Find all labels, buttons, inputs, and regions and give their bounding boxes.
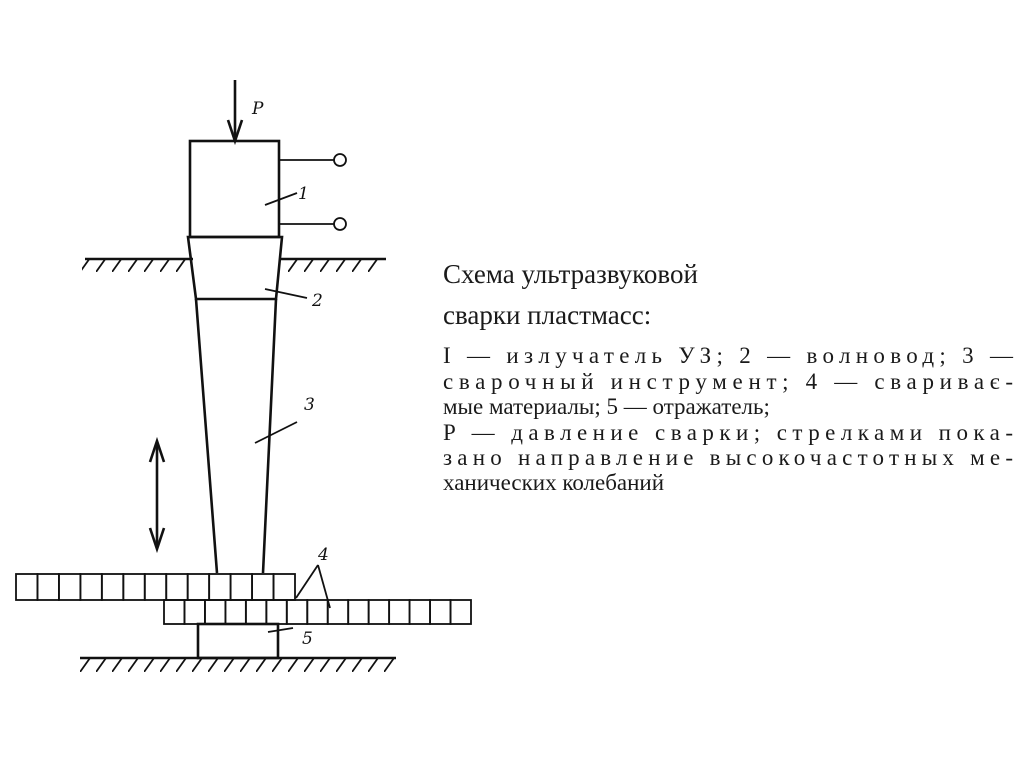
material-cell	[186, 573, 211, 601]
material-cell	[79, 573, 103, 601]
caption-body-line: ханических колебаний	[443, 470, 664, 495]
terminals	[279, 153, 347, 231]
material-cell	[36, 573, 60, 601]
caption-title-line: Схема ультразвуковой	[443, 259, 698, 289]
material-cell	[429, 599, 452, 625]
upper-support	[82, 257, 386, 272]
material-cell	[58, 573, 82, 601]
material-cell	[224, 599, 247, 625]
caption-body-line: I — излучатель УЗ; 2 — волновод; 3 —	[443, 343, 1014, 368]
caption-body-line: зано направление высокочастотных ме-	[443, 445, 1013, 470]
material-strip-upper	[15, 573, 296, 601]
material-cell	[100, 573, 125, 601]
material-cell	[208, 573, 232, 601]
emitter-block	[188, 139, 281, 239]
caption: Схема ультразвуковой сварки пластмасс: I…	[443, 259, 1014, 495]
label-part-2: 2	[311, 291, 323, 311]
material-cell	[183, 599, 206, 625]
material-strip-lower	[163, 599, 472, 625]
material-cell	[265, 599, 288, 625]
force-label: P	[251, 99, 264, 119]
material-cell	[251, 573, 275, 601]
material-cell	[272, 573, 296, 601]
material-cell	[408, 599, 431, 625]
material-cell	[163, 599, 186, 625]
material-cell	[388, 599, 411, 625]
label-part-1: 1	[298, 184, 309, 204]
material-cell	[306, 599, 329, 625]
reflector	[196, 622, 280, 660]
material-cell	[285, 599, 309, 625]
caption-title-line: сварки пластмасс:	[443, 300, 651, 330]
material-cell	[449, 599, 472, 625]
lower-support	[80, 656, 396, 672]
material-cell	[122, 573, 146, 601]
caption-body-line: сварочный инструмент; 4 — свариває-	[443, 369, 1013, 394]
caption-body-line: мые материалы; 5 — отражатель;	[443, 394, 770, 419]
material-cell	[15, 573, 39, 601]
material-cell	[326, 599, 350, 625]
material-cell	[143, 573, 168, 601]
label-part-4: 4	[317, 545, 329, 565]
material-cell	[367, 599, 391, 625]
material-cell	[204, 599, 227, 625]
material-cell	[244, 599, 268, 625]
material-cell	[229, 573, 253, 601]
label-part-5: 5	[302, 629, 313, 649]
material-cell	[347, 599, 370, 625]
material-cell	[165, 573, 189, 601]
welding-tool	[194, 298, 278, 574]
vibration-double-arrow	[148, 436, 166, 554]
caption-body-line: P — давление сварки; стрелками пока-	[443, 420, 1013, 445]
force-arrow	[226, 80, 244, 146]
label-part-3: 3	[304, 395, 315, 415]
leader-lines	[254, 192, 331, 633]
